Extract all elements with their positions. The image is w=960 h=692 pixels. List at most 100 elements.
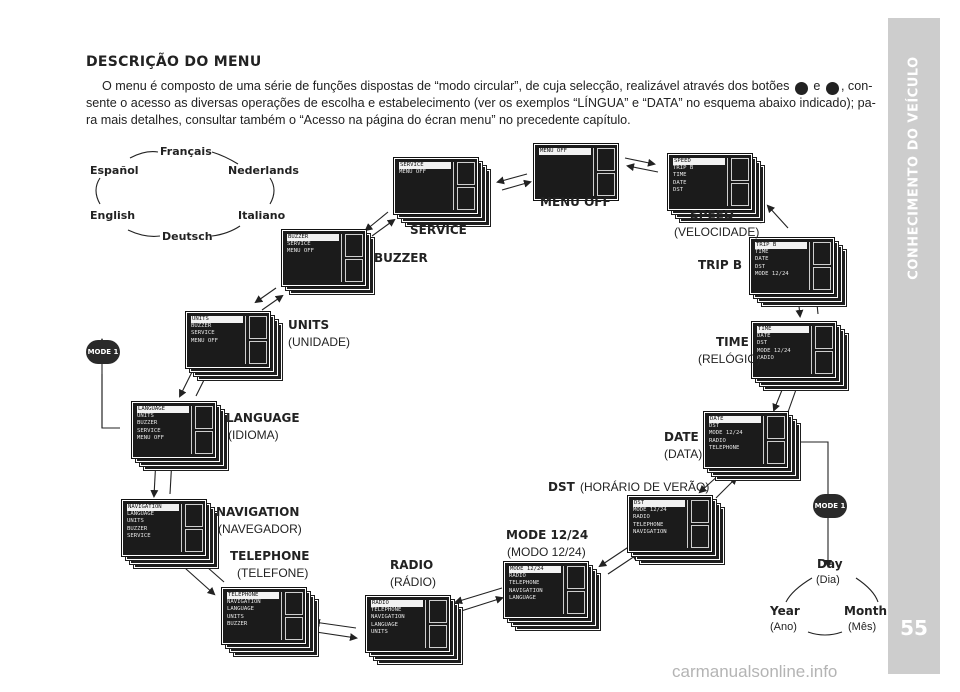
lang-espanol: Español	[90, 164, 139, 177]
screen-divider	[245, 316, 246, 364]
screen-box	[249, 341, 267, 364]
screen-menu-line: RADIO	[709, 437, 726, 444]
screen-menu-line: DST	[709, 423, 720, 430]
page-number: 55	[900, 616, 928, 640]
screen-menu-line: LANGUAGE	[127, 511, 154, 518]
mode-button-right: MODE 1	[813, 494, 847, 518]
sub-navigation: (NAVEGADOR)	[218, 522, 302, 536]
screen-divider	[811, 326, 812, 374]
screen-divider	[763, 416, 764, 464]
screen-box	[815, 351, 833, 374]
screen-menu-line: LANGUAGE	[371, 621, 398, 628]
screen-box	[691, 525, 709, 548]
screen-menu-line: UNITS	[227, 613, 244, 620]
screen-menu-line: MENU OFF	[399, 169, 426, 176]
screen-divider	[181, 504, 182, 552]
label-menu-off: MENÙ OFF	[540, 195, 611, 209]
screen-box	[815, 326, 833, 349]
sub-language: (IDIOMA)	[228, 428, 279, 442]
screen-box	[285, 592, 303, 615]
date-cycle-month-pt: (Mês)	[848, 621, 877, 633]
screen-menu-line: MODE 12/24	[633, 507, 667, 514]
sub-units: (UNIDADE)	[288, 335, 350, 349]
sub-radio: (RÁDIO)	[390, 575, 436, 589]
screen-menu-line: DST	[755, 263, 766, 270]
screen-menu-line: DATE	[757, 333, 771, 340]
screen-box	[691, 500, 709, 523]
section-heading: DESCRIÇÃO DO MENU	[86, 54, 262, 70]
label-dst: DST	[548, 480, 575, 494]
screen-box	[731, 158, 749, 181]
screen-menu-line: MENU OFF	[191, 337, 218, 344]
screen-menu-line: BUZZER	[137, 420, 158, 427]
screen-selected-line: DATE	[709, 416, 761, 424]
screen-menu-line: UNITS	[137, 413, 154, 420]
screen-menu-line: RADIO	[633, 514, 650, 521]
label-radio: RADIO	[390, 558, 434, 572]
label-service: SERVICE	[410, 223, 467, 237]
screen-box	[597, 148, 615, 171]
screen-divider	[563, 566, 564, 614]
label-navigation: NAVIGATION	[216, 505, 300, 519]
sub-speed: (VELOCIDADE)	[674, 225, 760, 239]
date-cycle-year-pt: (Ano)	[770, 621, 797, 633]
screen-box	[457, 187, 475, 210]
screen-menu-line: SERVICE	[137, 427, 161, 434]
screen-menu-line: MODE 12/24	[755, 270, 789, 277]
screen-selected-line: SPEED	[673, 158, 725, 166]
sub-telephone: (TELEFONE)	[237, 566, 309, 580]
screen-menu-line: BUZZER	[227, 620, 248, 627]
screen-selected-line: DST	[633, 500, 685, 508]
screen-menu-line: TRIP B	[673, 165, 694, 172]
screen-box	[185, 529, 203, 552]
screen-selected-line: TIME	[757, 326, 809, 334]
screen-menu-line: NAVIGATION	[633, 528, 667, 535]
label-language: LANGUAGE	[226, 411, 300, 425]
screen-menu-line: DST	[673, 186, 684, 193]
screen-box	[767, 441, 785, 464]
screen-menu-line: BUZZER	[127, 525, 148, 532]
screen-divider	[809, 242, 810, 290]
label-date: DATE	[664, 430, 699, 444]
screen-box	[285, 617, 303, 640]
screen-menu-line: UNITS	[371, 628, 388, 635]
lang-deutsch: Deutsch	[162, 230, 213, 243]
lang-francais: Français	[160, 145, 212, 158]
screen-menu-line: LANGUAGE	[227, 606, 254, 613]
screen-box	[345, 259, 363, 282]
screen-divider	[727, 158, 728, 206]
screen-menu-line: DATE	[673, 179, 687, 186]
label-time: TIME	[716, 335, 749, 349]
intro-paragraph: O menu é composto de uma série de funçõe…	[86, 79, 876, 127]
screen-box	[567, 591, 585, 614]
screen-box	[185, 504, 203, 527]
screen-box	[597, 173, 615, 196]
screen-selected-line: TELEPHONE	[227, 592, 279, 600]
date-cycle-month: Month	[844, 604, 888, 618]
screen-menu-line: MODE 12/24	[757, 347, 791, 354]
screen-selected-line: TRIP B	[755, 242, 807, 250]
lang-english: English	[90, 209, 136, 222]
screen-menu-line: TELEPHONE	[709, 444, 740, 451]
screen-selected-line: LANGUAGE	[137, 406, 189, 414]
sub-date: (DATA)	[664, 447, 703, 461]
screen-divider	[593, 148, 594, 196]
screen-selected-line: BUZZER	[287, 234, 339, 242]
screen-menu-line: SERVICE	[191, 330, 215, 337]
sub-mode: (MODO 12/24)	[507, 545, 586, 559]
label-trip-b: TRIP B	[698, 258, 743, 272]
screen-box	[767, 416, 785, 439]
screen-box	[813, 242, 831, 265]
label-buzzer: BUZZER	[374, 251, 428, 265]
screen-box	[813, 267, 831, 290]
screen-box	[429, 625, 447, 648]
mode-button-left: MODE 1	[86, 340, 120, 364]
